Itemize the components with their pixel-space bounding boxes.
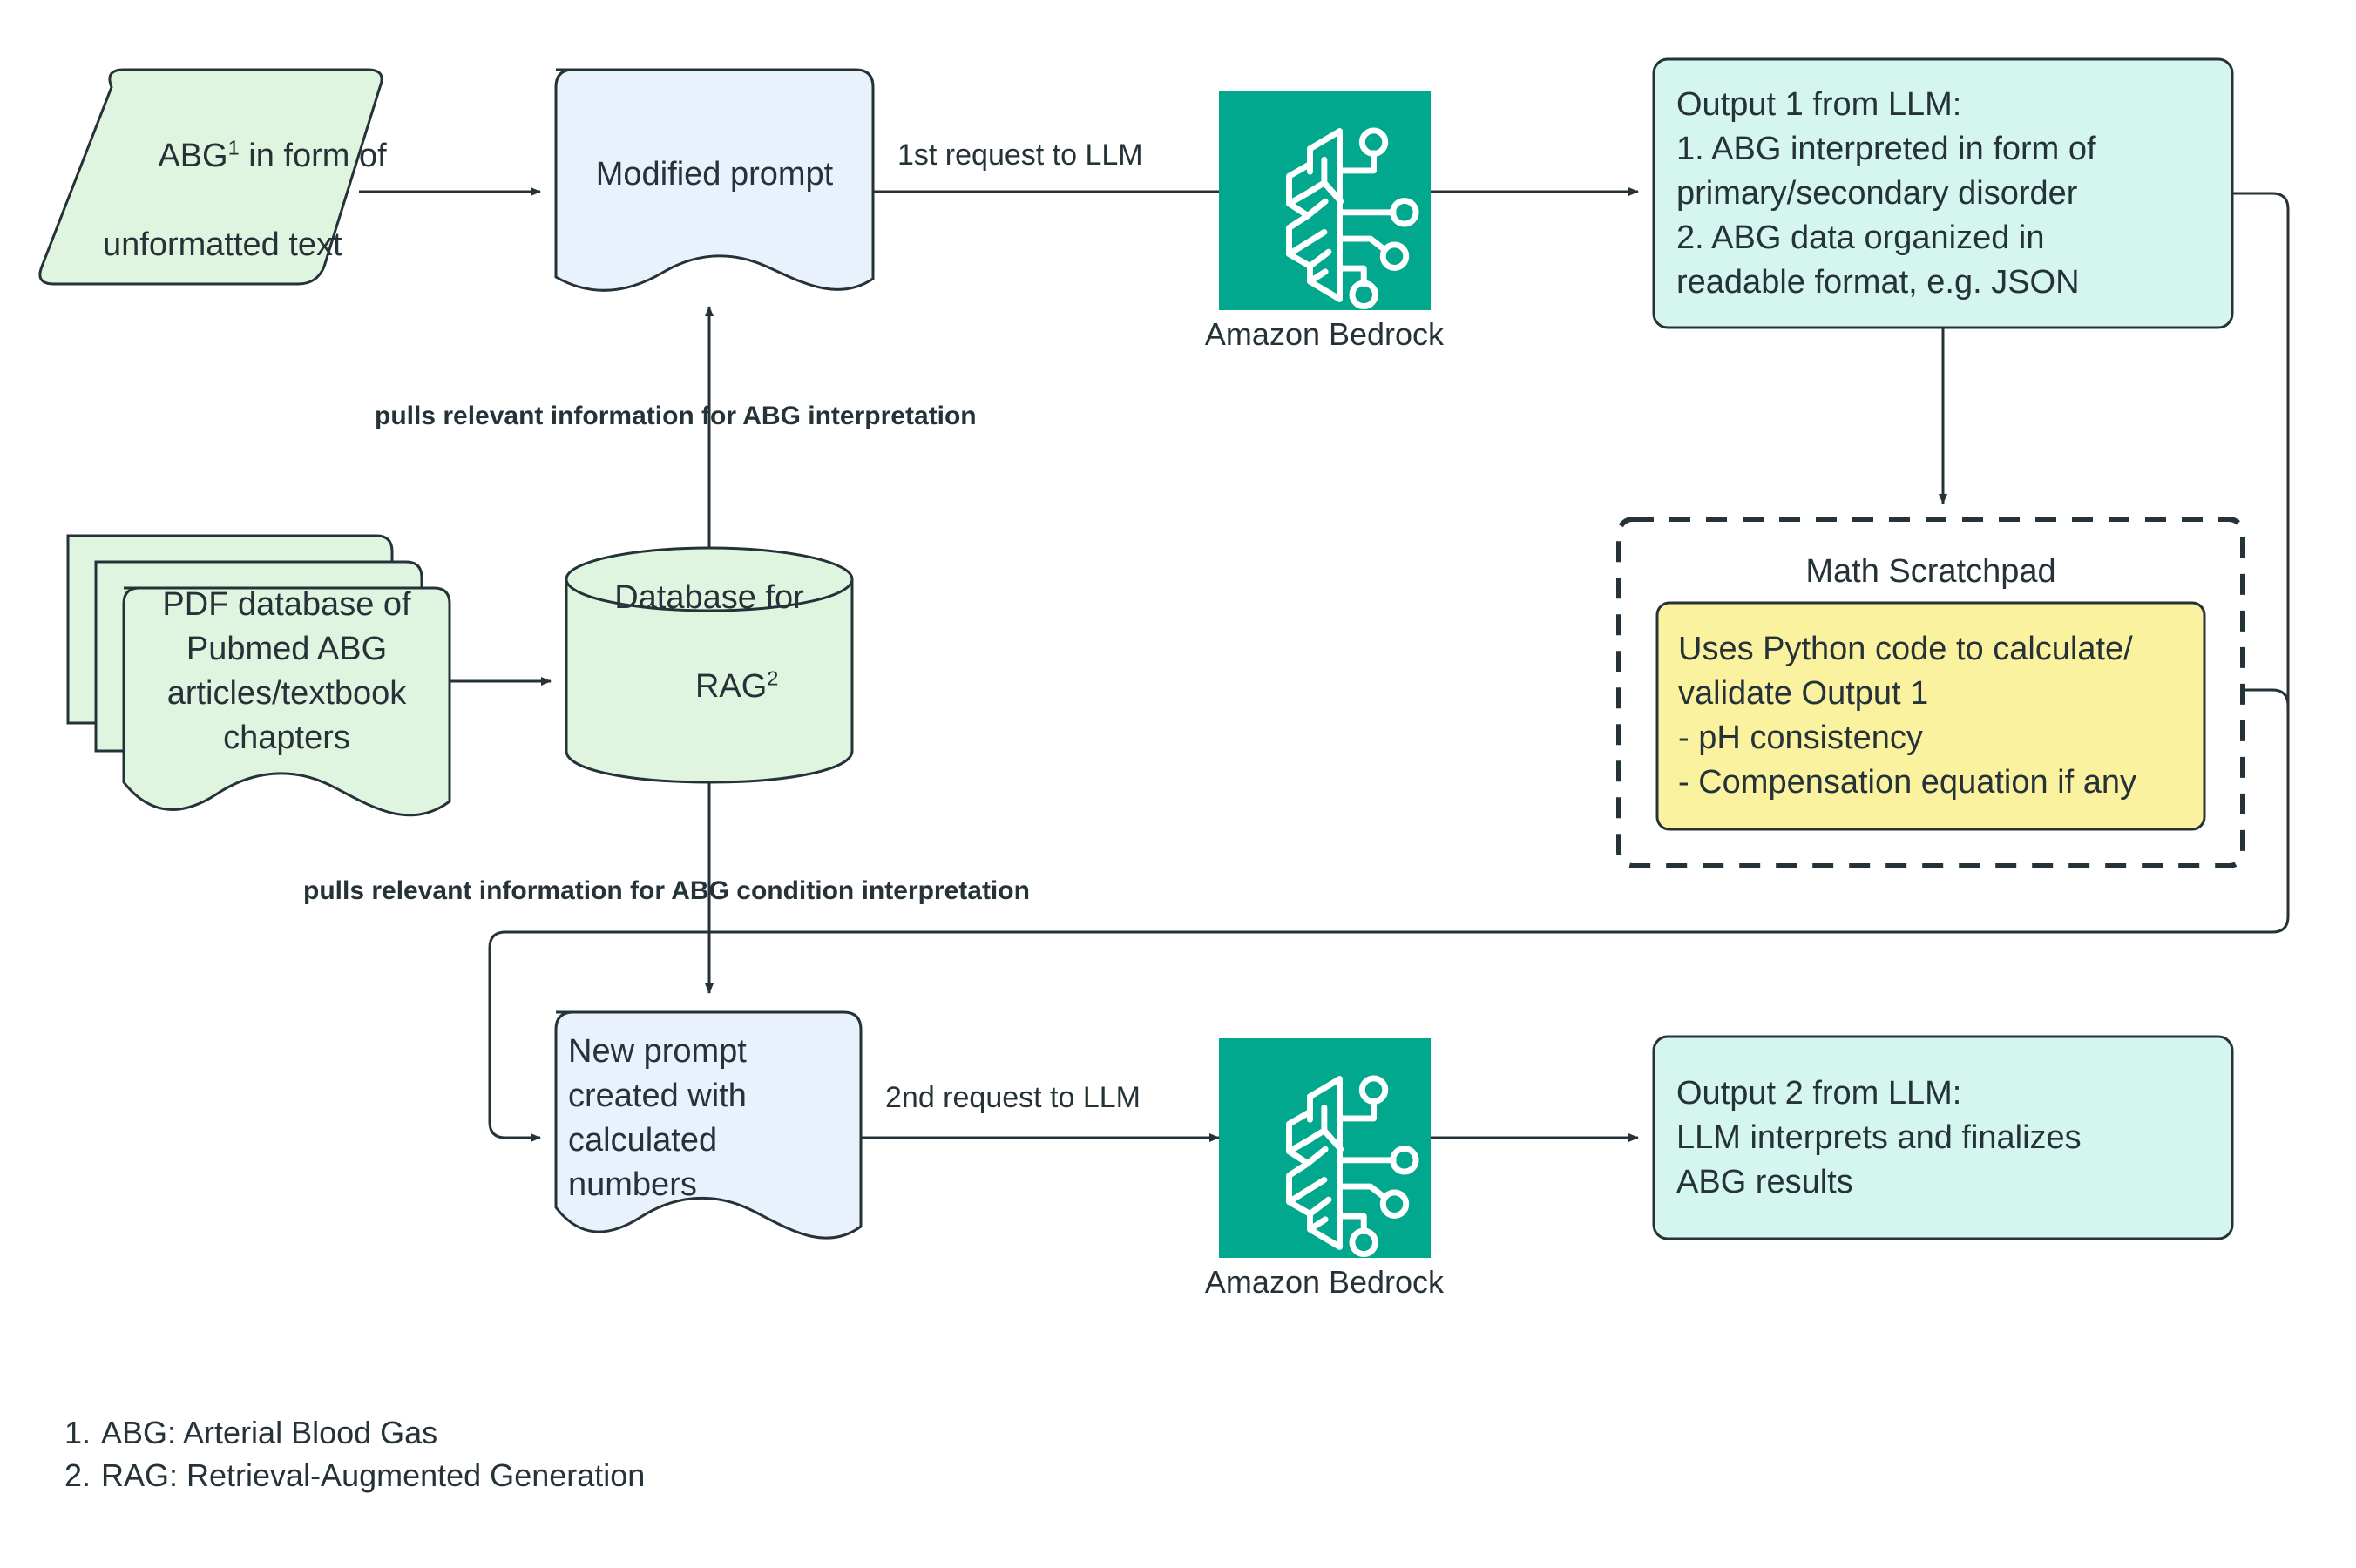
footnote-text: ABG: Arterial Blood Gas (101, 1415, 438, 1450)
output2-shape[interactable] (1652, 1035, 2234, 1240)
footnote-item: 1. ABG: Arterial Blood Gas (64, 1411, 936, 1454)
math-scratchpad-body[interactable] (1655, 601, 2206, 831)
edge-label-pulls-interpretation: pulls relevant information for ABG inter… (375, 402, 977, 430)
bedrock-brain-circuit-icon (1286, 1075, 1419, 1257)
edge-scratchpad-feedback-rail (2243, 688, 2290, 916)
footnotes: 1. ABG: Arterial Blood Gas 2. RAG: Retri… (64, 1411, 936, 1497)
edge-output1-feedback-rail (2232, 192, 2290, 916)
bedrock-top-caption: Amazon Bedrock (1204, 316, 1445, 352)
edge-label-second-request: 2nd request to LLM (885, 1081, 1141, 1114)
edge-feedback-to-new-prompt (488, 916, 2290, 1142)
new-prompt-shape[interactable] (554, 1010, 863, 1240)
math-scratchpad-container[interactable] (1616, 517, 2245, 868)
footnote-number: 2. (64, 1457, 91, 1493)
rag-database-top (565, 546, 854, 612)
footnote-number: 1. (64, 1415, 91, 1450)
bedrock-brain-circuit-icon (1286, 127, 1419, 309)
edge-label-pulls-condition: pulls relevant information for ABG condi… (303, 876, 1030, 905)
output1-shape[interactable] (1652, 57, 2234, 329)
bedrock-bottom-caption: Amazon Bedrock (1204, 1264, 1445, 1300)
modified-prompt-shape[interactable] (554, 68, 875, 292)
edge-label-first-request: 1st request to LLM (897, 139, 1143, 172)
abg-input-shape[interactable] (38, 68, 383, 286)
pdf-database-shape[interactable] (122, 586, 451, 817)
footnote-text: RAG: Retrieval-Augmented Generation (101, 1457, 646, 1493)
footnote-item: 2. RAG: Retrieval-Augmented Generation (64, 1454, 936, 1497)
